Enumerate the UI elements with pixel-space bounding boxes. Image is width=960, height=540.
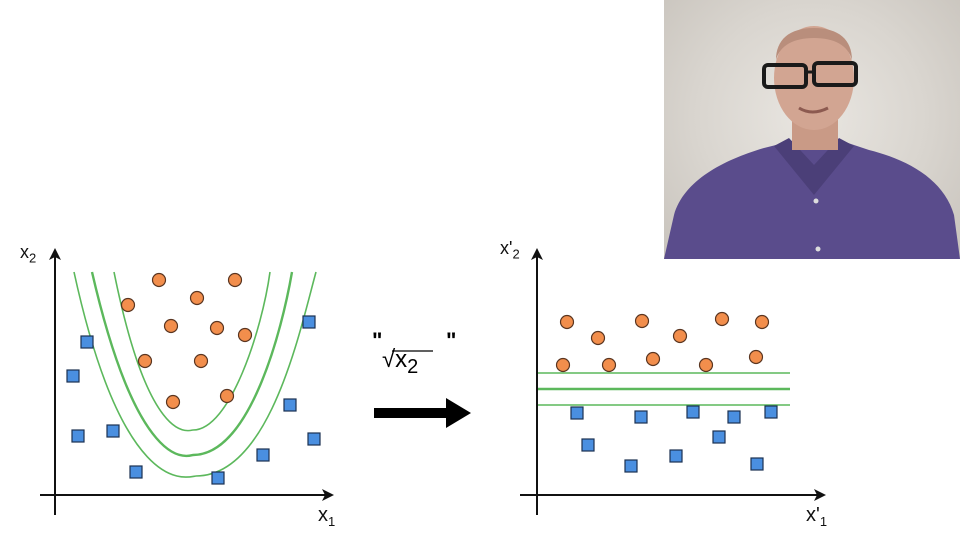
left-y-axis-label: x2 xyxy=(20,242,37,266)
right-arrow-icon xyxy=(374,398,471,428)
left-circles xyxy=(120,272,253,410)
left-x-axis-label: x1 xyxy=(318,504,336,529)
linear-boundary xyxy=(538,372,790,406)
left-squares xyxy=(66,315,321,485)
transform-arrow xyxy=(374,350,471,428)
sqrt-expression: √x2 xyxy=(382,346,419,378)
left-plot xyxy=(40,248,334,515)
right-squares xyxy=(570,405,778,473)
right-circles xyxy=(555,311,770,373)
right-plot xyxy=(520,248,826,515)
right-y-axis-label: x'2 xyxy=(500,238,520,262)
presenter-webcam xyxy=(664,0,960,259)
radical-icon: √ xyxy=(382,346,396,373)
glasses xyxy=(762,63,808,89)
right-x-axis-label: x'1 xyxy=(806,504,828,529)
close-quote: " xyxy=(446,328,457,353)
shirt xyxy=(664,140,960,259)
presenter-figure xyxy=(664,26,960,259)
open-quote: " xyxy=(372,328,383,353)
parabolic-boundary xyxy=(73,271,317,478)
